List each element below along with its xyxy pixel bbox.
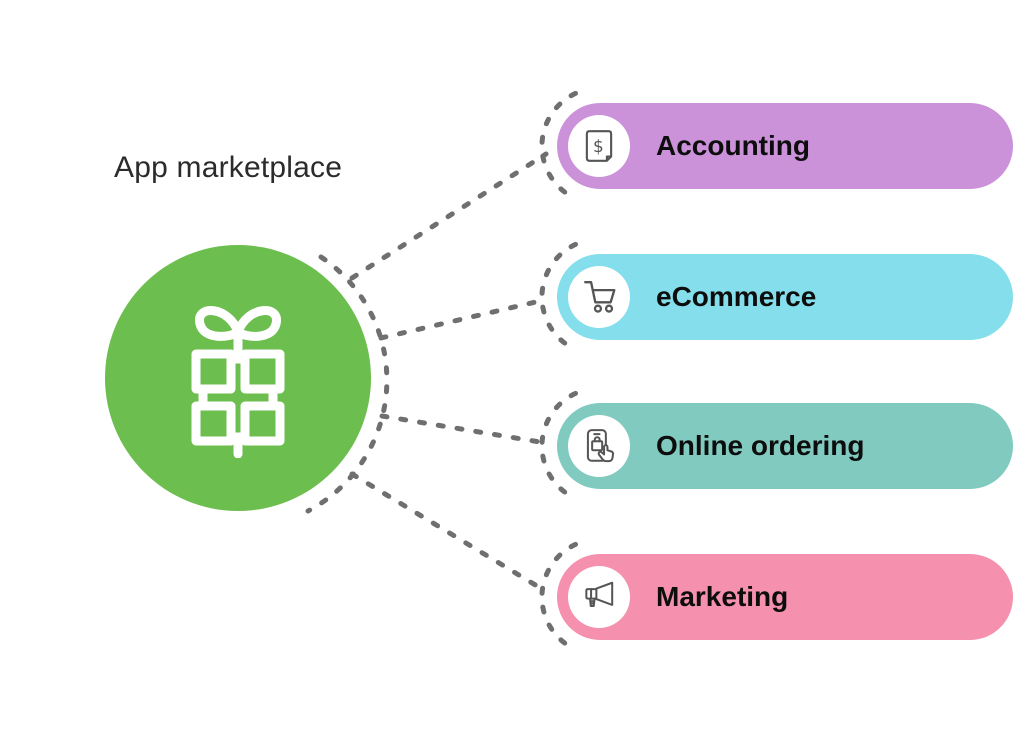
mobile-order-icon — [586, 429, 615, 463]
connector-online-ordering — [379, 413, 543, 445]
icon-circle — [568, 415, 630, 477]
category-pill-accounting[interactable]: $ Accounting — [557, 103, 1013, 189]
svg-text:$: $ — [593, 136, 604, 156]
category-label-marketing: Marketing — [656, 581, 789, 612]
invoice-icon: $ — [585, 130, 613, 162]
megaphone-icon — [585, 581, 614, 607]
app-marketplace-hub — [105, 245, 371, 511]
diagram-title: App marketplace — [114, 151, 343, 184]
connector-ecommerce — [378, 298, 543, 341]
category-label-ecommerce: eCommerce — [656, 281, 817, 312]
shopping-cart-icon — [584, 281, 616, 313]
category-label-accounting: Accounting — [656, 130, 810, 161]
category-pill-ecommerce[interactable]: eCommerce — [557, 254, 1013, 340]
icon-circle — [568, 566, 630, 628]
category-pill-marketing[interactable]: Marketing — [557, 554, 1013, 640]
gift-icon — [191, 306, 285, 458]
category-label-online-ordering: Online ordering — [656, 430, 865, 461]
icon-circle — [568, 266, 630, 328]
category-pill-online-ordering[interactable]: Online ordering — [557, 403, 1013, 489]
connector-marketing — [349, 471, 545, 592]
connector-accounting — [349, 151, 549, 281]
icon-circle: $ — [568, 115, 630, 177]
